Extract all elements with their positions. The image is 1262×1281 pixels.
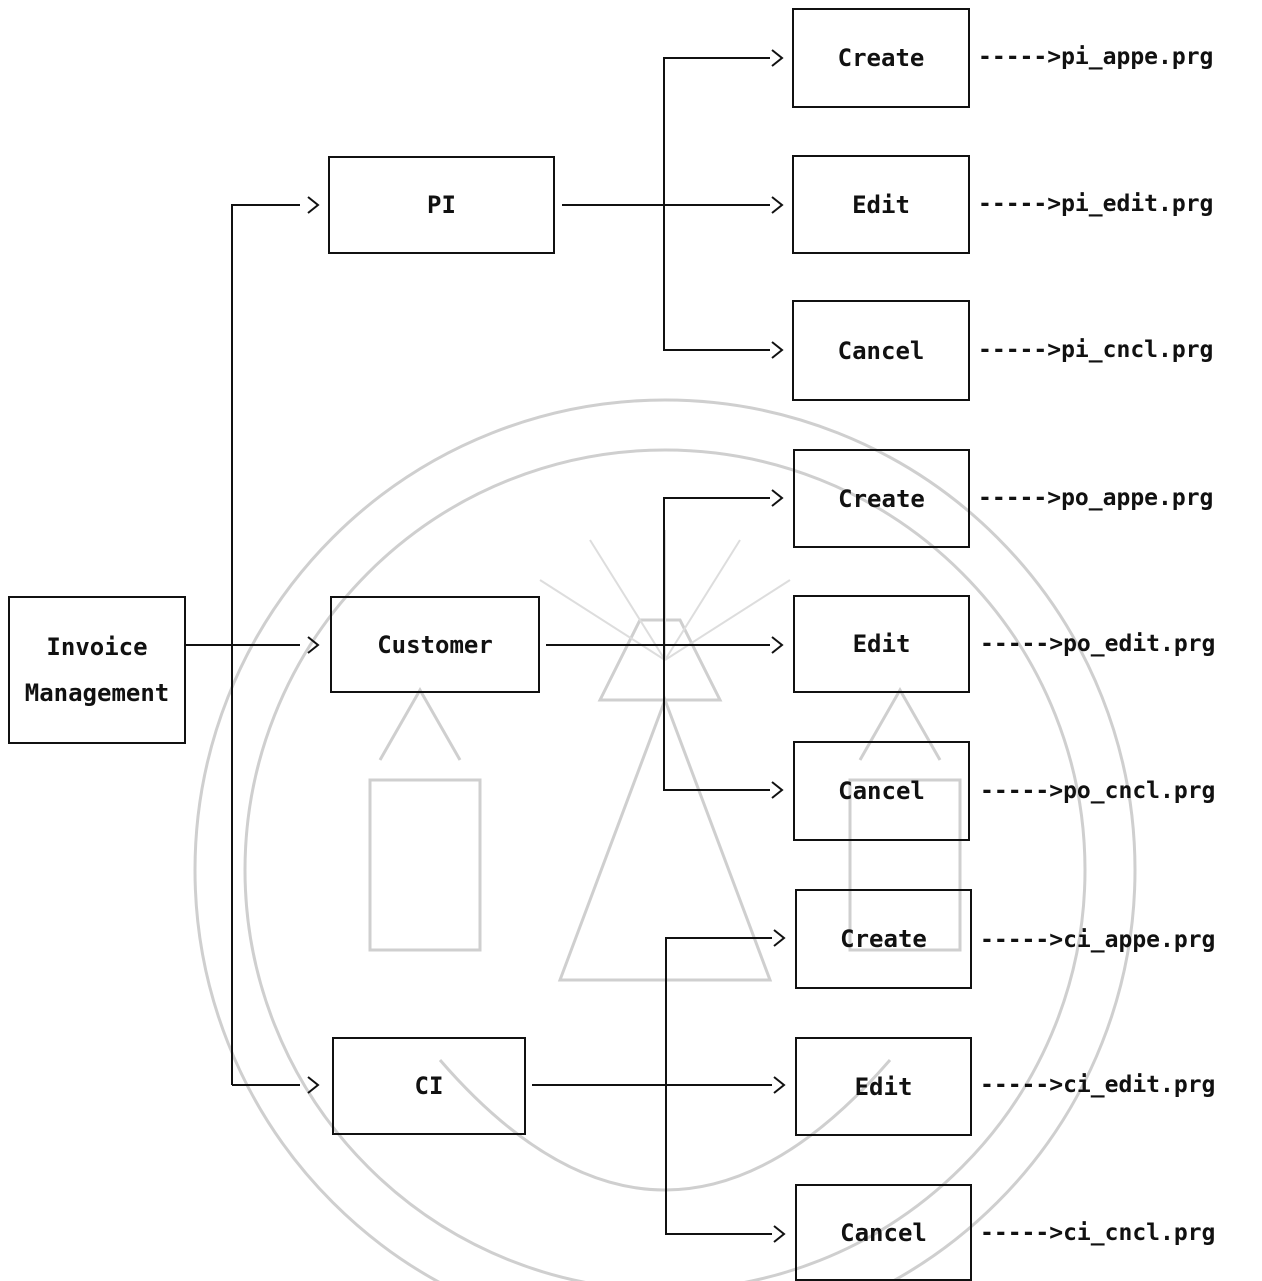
node-pi-cancel-label: Cancel [837,336,925,365]
file-po-appe: ----->po_appe.prg [978,485,1214,511]
node-customer-cancel: Cancel [793,741,970,841]
file-ci-edit: ----->ci_edit.prg [980,1072,1216,1098]
node-ci-cancel-label: Cancel [840,1218,927,1247]
file-pi-cncl: ----->pi_cncl.prg [978,337,1214,363]
root-node-label-line2: Management [24,679,170,707]
node-ci: CI [332,1037,526,1135]
node-customer: Customer [330,596,540,693]
node-ci-create-label: Create [840,925,927,953]
node-pi-create-label: Create [837,44,925,72]
node-ci-create: Create [795,889,972,989]
node-ci-label: CI [414,1072,444,1100]
node-customer-label: Customer [377,630,493,659]
file-ci-appe: ----->ci_appe.prg [980,927,1216,953]
node-ci-cancel: Cancel [795,1184,972,1281]
node-customer-cancel-label: Cancel [838,777,925,805]
node-customer-create: Create [793,449,970,548]
node-ci-edit-label: Edit [854,1072,913,1101]
node-pi-create: Create [792,8,970,108]
file-pi-appe: ----->pi_appe.prg [978,44,1214,70]
file-po-cncl: ----->po_cncl.prg [980,778,1216,804]
root-node-label-line1: Invoice [46,633,148,661]
file-po-edit: ----->po_edit.prg [980,631,1216,657]
node-pi: PI [328,156,555,254]
root-node-invoice-management: Invoice Management [8,596,186,744]
node-pi-cancel: Cancel [792,300,970,401]
node-customer-edit: Edit [793,595,970,693]
node-pi-edit: Edit [792,155,970,254]
node-ci-edit: Edit [795,1037,972,1136]
file-ci-cncl: ----->ci_cncl.prg [980,1220,1216,1246]
node-pi-label: PI [427,191,456,219]
node-customer-create-label: Create [838,484,925,513]
node-customer-edit-label: Edit [852,630,911,658]
file-pi-edit: ----->pi_edit.prg [978,191,1214,217]
node-pi-edit-label: Edit [852,190,910,219]
